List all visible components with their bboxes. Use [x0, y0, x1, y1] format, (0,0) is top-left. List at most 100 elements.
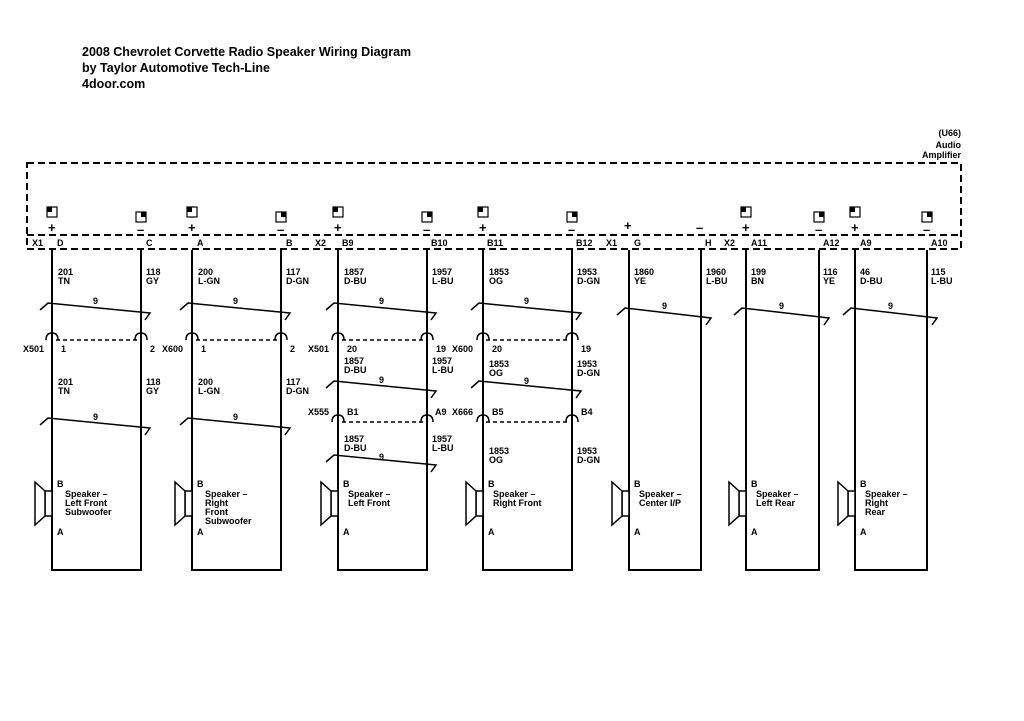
wire-tn: TN [58, 276, 70, 286]
inline-terminal-2 [420, 332, 434, 341]
wire-201-b: 201 [58, 377, 73, 387]
pin-d: D [57, 238, 64, 248]
speaker-terminal-a: A [197, 527, 204, 537]
twist-label-3: 9 [379, 452, 384, 462]
pin-b5: B5 [492, 407, 504, 417]
minus-sign: – [568, 222, 575, 237]
pin-b10: B10 [431, 238, 448, 248]
rr-wire-loop [854, 250, 928, 571]
speaker-terminal-b: B [860, 479, 867, 489]
plus-sign: + [334, 220, 342, 235]
wire-117-b: 117 [286, 377, 301, 387]
wire-117: 117 [286, 267, 301, 277]
inline-terminal-4 [420, 414, 434, 423]
lfs-wire-loop [51, 250, 142, 571]
twist-label-1: 9 [662, 301, 667, 311]
speaker-label-line2: Right [865, 498, 888, 508]
twist-mark-1 [179, 302, 292, 321]
speaker-terminal-b: B [634, 479, 641, 489]
speaker-label-line1: Speaker – [65, 489, 108, 499]
pin-b1: B1 [347, 407, 359, 417]
connector-labels: X1 X2 X1 X2 X501 X600 X501 X600 X555 X66… [23, 238, 735, 417]
speaker-label-line2: Left Front [65, 498, 107, 508]
pin-2: 2 [290, 344, 295, 354]
wire-1957-b: 1957 [432, 356, 452, 366]
inline-connectors [56, 339, 570, 423]
twist-mark-2 [179, 417, 292, 436]
wire-201: 201 [58, 267, 73, 277]
inline-terminal-1 [45, 332, 59, 341]
speaker-label-line1: Speaker – [639, 489, 682, 499]
signal-ground-icon-fill [927, 212, 932, 217]
diagram-header: 2008 Chevrolet Corvette Radio Speaker Wi… [82, 44, 411, 92]
wire-1953: 1953 [577, 267, 597, 277]
wire-dbu: D-BU [860, 276, 883, 286]
wire-ye: YE [823, 276, 835, 286]
speaker-terminal-b: B [343, 479, 350, 489]
twist-mark-3 [325, 454, 438, 473]
speaker-terminal-b: B [197, 479, 204, 489]
twist-mark-1 [733, 307, 831, 326]
circuit-right-front: + – B11 B12 1853 OG 1953 D-GN 9 20 19 18… [465, 206, 600, 571]
inline-terminal-1 [331, 332, 345, 341]
speaker-terminal-b: B [488, 479, 495, 489]
wire-lbu: L-BU [706, 276, 728, 286]
speaker-terminal-a: A [751, 527, 758, 537]
wire-46: 46 [860, 267, 870, 277]
plus-sign: + [624, 218, 632, 233]
twisted-pair-icon-fill [333, 207, 338, 212]
speaker-label-line1: Speaker – [756, 489, 799, 499]
speaker-terminal-b: B [751, 479, 758, 489]
wire-1957: 1957 [432, 267, 452, 277]
wire-dgn-c: D-GN [577, 455, 600, 465]
minus-sign: – [815, 222, 822, 237]
wire-bn: BN [751, 276, 764, 286]
wire-dgn-b: D-GN [577, 368, 600, 378]
twist-label-2: 9 [379, 375, 384, 385]
wire-dbu: D-BU [344, 276, 367, 286]
circuit-left-front: + – B9 B10 1857 D-BU 1957 L-BU 9 20 19 1… [320, 206, 454, 571]
audio-amplifier: (U66) Audio Amplifier [26, 128, 962, 250]
inline-terminal-1 [185, 332, 199, 341]
twist-label-1: 9 [524, 296, 529, 306]
minus-sign: – [696, 220, 703, 235]
wire-1957-c: 1957 [432, 434, 452, 444]
wire-lgn: L-GN [198, 276, 220, 286]
speaker-label-line3: Front [205, 507, 228, 517]
twist-label-1: 9 [233, 296, 238, 306]
speaker-terminal-a: A [634, 527, 641, 537]
rf-wire-loop [482, 250, 573, 571]
speaker-icon [174, 480, 193, 527]
speaker-label-line2: Right Front [493, 498, 542, 508]
amplifier-label-line1: Audio [936, 140, 962, 150]
circuit-left-front-subwoofer: + – D C 201 TN 118 GY 9 1 2 201 TN 118 G… [34, 206, 161, 571]
wire-ye: YE [634, 276, 646, 286]
speaker-label-line4: Subwoofer [205, 516, 252, 526]
twist-mark-1 [470, 302, 583, 321]
wire-tn-b: TN [58, 386, 70, 396]
wire-200: 200 [198, 267, 213, 277]
pin-20: 20 [347, 344, 357, 354]
circuit-right-front-subwoofer: + – A B 200 L-GN 117 D-GN 9 1 2 200 L-GN… [174, 206, 309, 571]
pin-g: G [634, 238, 641, 248]
inline-terminal-3 [331, 414, 345, 423]
twist-mark-2 [470, 380, 583, 399]
speaker-icon [837, 480, 856, 527]
pin-a9: A9 [860, 238, 872, 248]
wire-118: 118 [146, 267, 161, 277]
pin-b4: B4 [581, 407, 593, 417]
speaker-label-line3: Rear [865, 507, 886, 517]
wire-1953-b: 1953 [577, 359, 597, 369]
twist-label-2: 9 [524, 376, 529, 386]
wire-1857-b: 1857 [344, 356, 364, 366]
inline-terminal-1 [476, 332, 490, 341]
twist-label-1: 9 [888, 301, 893, 311]
minus-sign: – [137, 222, 144, 237]
connector-x1-b: X1 [606, 238, 617, 248]
twist-mark-2 [39, 417, 152, 436]
signal-ground-icon-fill [281, 212, 286, 217]
inline-terminal-2 [565, 332, 579, 341]
speaker-terminal-a: A [57, 527, 64, 537]
pin-c: C [146, 238, 153, 248]
wire-199: 199 [751, 267, 766, 277]
